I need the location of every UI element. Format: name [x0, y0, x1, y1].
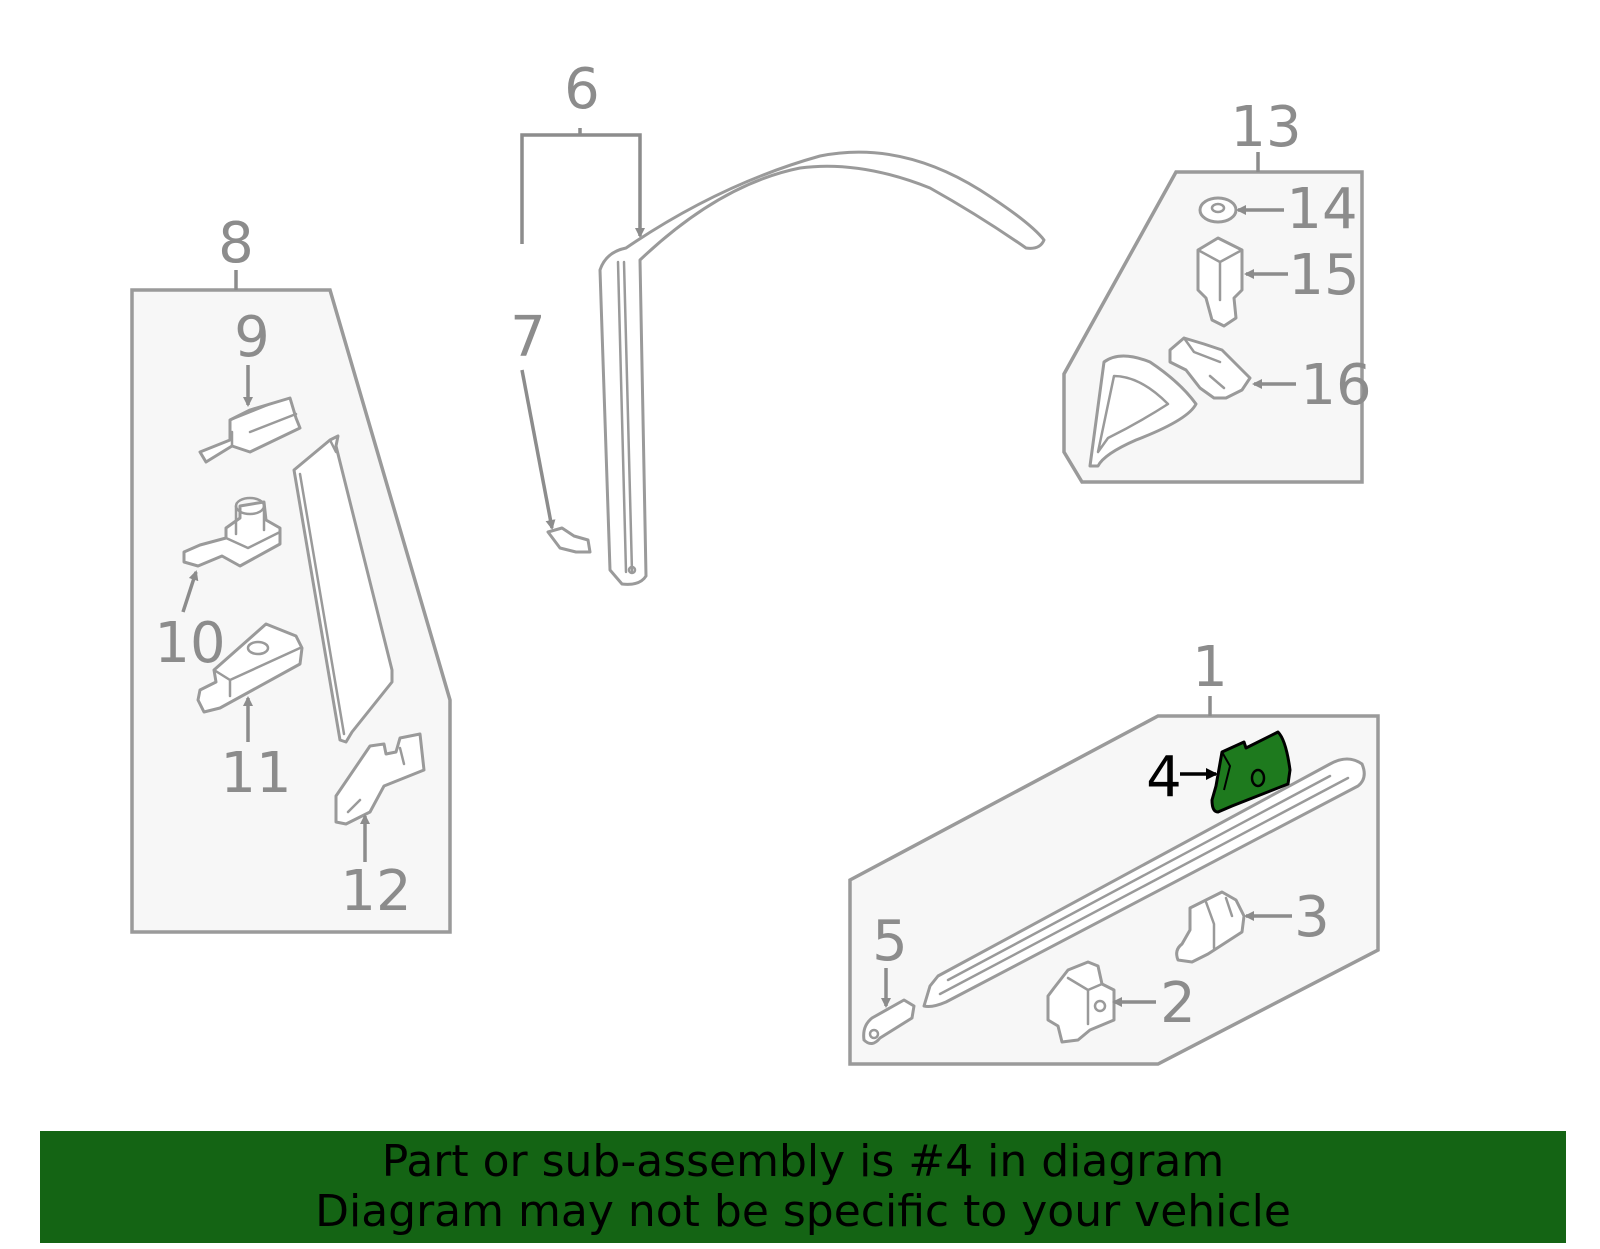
clip-part-11[interactable]	[196, 622, 304, 714]
callout-12[interactable]: 12	[340, 859, 411, 924]
callout-15[interactable]: 15	[1288, 243, 1359, 308]
callout-16[interactable]: 16	[1300, 353, 1371, 418]
washer-part-14[interactable]	[1198, 196, 1238, 224]
callout-10[interactable]: 10	[154, 611, 225, 676]
info-banner: Part or sub-assembly is #4 in diagram Di…	[40, 1131, 1566, 1243]
clip-part-3[interactable]	[1175, 890, 1246, 964]
callout-4[interactable]: 4	[1146, 745, 1182, 810]
sash-molding[interactable]	[598, 150, 1046, 586]
callout-5[interactable]: 5	[872, 909, 908, 974]
clip-part-9[interactable]	[198, 396, 302, 464]
callout-9[interactable]: 9	[234, 305, 270, 370]
group-1: 1 4 5 3	[848, 635, 1380, 1066]
banner-line-2: Diagram may not be specific to your vehi…	[315, 1186, 1291, 1237]
sash-clip[interactable]	[546, 526, 592, 554]
pillar-garnish[interactable]	[292, 434, 394, 744]
corner-garnish[interactable]	[1088, 354, 1198, 468]
callout-7[interactable]: 7	[510, 305, 546, 370]
clip-part-10[interactable]	[182, 496, 282, 568]
callout-6[interactable]: 6	[564, 57, 600, 122]
banner-line-1: Part or sub-assembly is #4 in diagram	[381, 1136, 1225, 1187]
callout-1[interactable]: 1	[1192, 635, 1228, 700]
callout-14[interactable]: 14	[1286, 177, 1357, 242]
group-8: 8 9 10 11	[130, 211, 452, 934]
bracket-part-12[interactable]	[334, 732, 426, 826]
callout-13[interactable]: 13	[1230, 95, 1301, 160]
end-cap-part-5[interactable]	[862, 998, 916, 1045]
group-6-7: 6 7	[510, 57, 1046, 586]
callout-11[interactable]: 11	[220, 741, 291, 806]
clip-part-2[interactable]	[1046, 960, 1116, 1044]
callout-2[interactable]: 2	[1160, 971, 1196, 1036]
sill-molding[interactable]	[922, 757, 1366, 1008]
fastener-part-15[interactable]	[1196, 236, 1244, 328]
callout-8[interactable]: 8	[218, 211, 254, 276]
group-13: 13 14 15 16	[1062, 95, 1372, 484]
highlighted-part-4[interactable]	[1210, 730, 1292, 814]
callout-3[interactable]: 3	[1294, 885, 1330, 950]
clip-part-16[interactable]	[1168, 336, 1252, 400]
